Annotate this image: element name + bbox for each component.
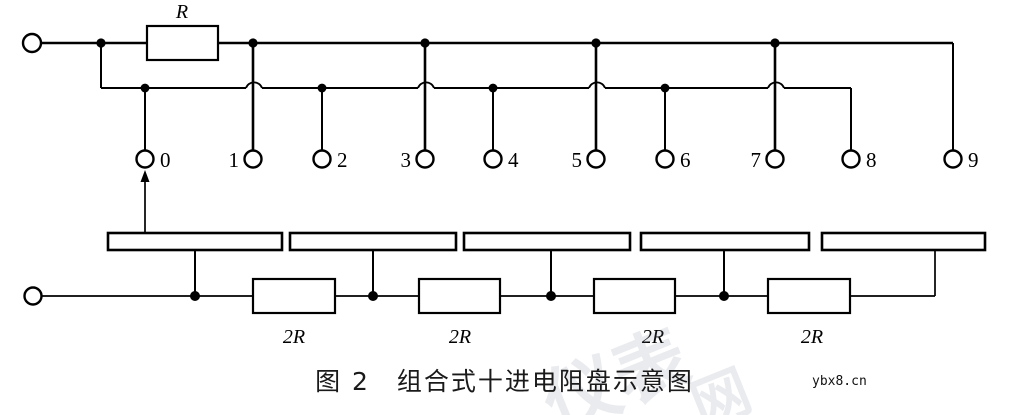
- wiper-arrow-icon: [140, 170, 150, 182]
- junction-dots-mid: [140, 83, 670, 93]
- resistor-R-label: R: [175, 1, 188, 23]
- contact-label-4: 4: [508, 148, 519, 172]
- switch-bar-3[interactable]: [462, 231, 632, 252]
- node-dot-A: [96, 38, 106, 48]
- contact-terminal-7[interactable]: [765, 149, 785, 169]
- resistor-2R-box-2: [417, 277, 502, 315]
- site-watermark: ybx8.cn: [812, 374, 867, 389]
- switch-bar-5[interactable]: [820, 231, 987, 252]
- contact-terminal-4[interactable]: [483, 149, 503, 169]
- contact-label-3: 3: [401, 148, 412, 172]
- contact-terminal-row: [135, 149, 963, 169]
- switch-bar-row: [106, 231, 987, 252]
- terminal-input-top[interactable]: [21, 32, 43, 54]
- terminal-input-bottom[interactable]: [23, 286, 43, 306]
- shunt-resistor-boxes: [251, 277, 852, 315]
- contact-terminal-9[interactable]: [943, 149, 963, 169]
- contact-label-8: 8: [866, 148, 877, 172]
- mid-rail-drops: [144, 88, 852, 150]
- contact-terminal-1[interactable]: [243, 149, 263, 169]
- switch-bar-4[interactable]: [639, 231, 811, 252]
- resistor-2R-box-3: [592, 277, 677, 315]
- node-dot-top-5: [591, 38, 601, 48]
- resistor-2R-label-3: 2R: [642, 326, 664, 348]
- resistor-2R-label-1: 2R: [283, 326, 305, 348]
- resistor-2R-label-4: 2R: [801, 326, 823, 348]
- node-dot-top-1: [248, 38, 258, 48]
- selector-wiper-group[interactable]: [140, 170, 150, 233]
- junction-dots-top: [96, 38, 780, 48]
- contact-label-0: 0: [160, 148, 171, 172]
- node-dot-top-7: [770, 38, 780, 48]
- contact-terminal-0[interactable]: [135, 149, 155, 169]
- contact-terminal-6[interactable]: [655, 149, 675, 169]
- figure-caption: 图 2 组合式十进电阻盘示意图: [315, 367, 694, 396]
- junction-dots-bottom: [190, 291, 729, 301]
- node-dot-bottom-3: [546, 291, 556, 301]
- resistor-2R-box-4: [766, 277, 852, 315]
- contact-terminal-8[interactable]: [841, 149, 861, 169]
- node-dot-top-3: [420, 38, 430, 48]
- switch-bar-1[interactable]: [106, 231, 284, 252]
- resistor-2R-label-2: 2R: [449, 326, 471, 348]
- node-dot-mid-0: [140, 83, 150, 93]
- contact-label-5: 5: [572, 148, 583, 172]
- bar-to-bottom-connections: [194, 250, 936, 296]
- node-dot-mid-2: [317, 83, 327, 93]
- contact-terminal-3[interactable]: [415, 149, 435, 169]
- contact-label-9: 9: [968, 148, 979, 172]
- contact-digit-labels: 0 1 2 3 4 5 6 7 8 9: [160, 148, 979, 172]
- shunt-resistor-labels: 2R 2R 2R 2R: [283, 326, 823, 348]
- resistor-R-box: [145, 24, 220, 62]
- contact-label-6: 6: [680, 148, 691, 172]
- top-rail-drops: [251, 43, 954, 150]
- resistor-2R-box-1: [251, 277, 337, 315]
- contact-terminal-5[interactable]: [586, 149, 606, 169]
- node-dot-mid-4: [488, 83, 498, 93]
- contact-terminal-2[interactable]: [312, 149, 332, 169]
- node-dot-bottom-1: [190, 291, 200, 301]
- node-dot-bottom-2: [368, 291, 378, 301]
- node-dot-bottom-4: [719, 291, 729, 301]
- contact-label-1: 1: [229, 148, 240, 172]
- switch-bar-2[interactable]: [288, 231, 458, 252]
- node-dot-mid-6: [660, 83, 670, 93]
- contact-label-2: 2: [337, 148, 348, 172]
- contact-label-7: 7: [751, 148, 762, 172]
- mid-rail-group: [100, 43, 851, 89]
